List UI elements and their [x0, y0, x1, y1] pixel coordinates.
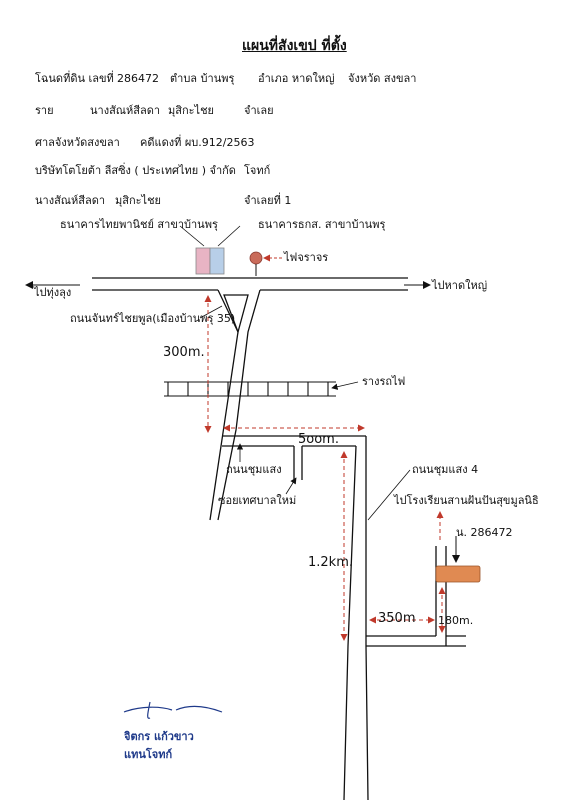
school-label: ไปโรงเรียนสานฝันปันสุขมูลนิธิ — [394, 494, 539, 507]
row2-role: จำเลย — [244, 104, 274, 117]
row2-name: นางสัณห์สีลดา — [90, 104, 161, 117]
bank2-pointer — [217, 225, 241, 247]
railway-pointer — [331, 381, 359, 390]
dist-350-label: 350m — [378, 611, 416, 626]
case-number: คดีแดงที่ ผบ.912/2563 — [140, 136, 255, 149]
to-left-label: ไปทุ่งลุง — [34, 286, 72, 299]
amphoe: อำเภอ หาดใหญ่ — [258, 72, 335, 85]
row2-label: ราย — [35, 104, 54, 117]
chumsaeng-label: ถนนชุมแสง — [226, 463, 282, 476]
chumsaeng4-label: ถนนชุมแสง 4 — [412, 463, 479, 476]
signature-name: จิตกร แก้วขาว — [124, 730, 194, 743]
land-parcel — [435, 565, 481, 583]
soi-label: ซอยเทศบาลใหม่ — [218, 494, 297, 507]
bank2-building — [209, 247, 225, 275]
chumsaeng-road — [222, 435, 366, 480]
signature-role: แทนโจทก์ — [124, 748, 173, 761]
chan-chaiyaphun-road — [209, 289, 261, 521]
signature-scribble — [123, 701, 223, 719]
traffic-light-label: ไฟจราจร — [284, 251, 329, 264]
main-road — [92, 277, 408, 291]
bank1-pointer — [179, 225, 205, 247]
junction-triangle — [223, 294, 249, 335]
railway — [164, 381, 336, 397]
page-title: แผนที่สังเขป ที่ตั้ง — [242, 38, 347, 54]
bank2-label: ธนาคารธกส. สาขาบ้านพรุ — [258, 218, 386, 231]
deed-marker-label: น. 286472 — [456, 526, 513, 539]
defendant-name: นางสัณห์สีลดา — [35, 194, 106, 207]
deed-label: โฉนดที่ดิน เลขที่ — [35, 72, 114, 85]
side-road — [366, 546, 466, 647]
defendant-role: จำเลยที่ 1 — [244, 194, 292, 207]
dist-180-label: 180m. — [438, 614, 474, 627]
court-name: ศาลจังหวัดสงขลา — [35, 136, 120, 149]
deed-number: 286472 — [117, 72, 159, 85]
chumsaeng4-road — [343, 436, 369, 800]
main-road-label: ถนนจันทร์ไชยพูล(เมืองบ้านพรุ 35) — [70, 312, 236, 325]
dist-300-label: 300m. — [163, 345, 205, 360]
plaintiff-role: โจทก์ — [244, 164, 271, 177]
dist-500-label: 5oom. — [298, 432, 339, 447]
defendant-surname: มุสิกะไชย — [115, 194, 161, 207]
province: จังหวัด สงขลา — [348, 72, 417, 85]
railway-label: รางรถไฟ — [362, 375, 406, 388]
soi-pointer — [285, 477, 297, 495]
dist-1-2km-label: 1.2km. — [308, 555, 353, 570]
traffic-light-icon — [249, 251, 263, 265]
bank1-label: ธนาคารไทยพานิชย์ สาขาบ้านพรุ — [60, 218, 218, 231]
to-right-label: ไปหาดใหญ่ — [432, 279, 488, 292]
chumsaeng4-pointer — [367, 469, 411, 521]
bank1-building — [195, 247, 211, 275]
row2-surname: มุสิกะไชย — [168, 104, 214, 117]
company-name: บริษัทโตโยต้า ลีสซิ่ง ( ประเทศไทย ) จำกั… — [35, 164, 236, 177]
tambon: ตำบล บ้านพรุ — [170, 72, 235, 85]
